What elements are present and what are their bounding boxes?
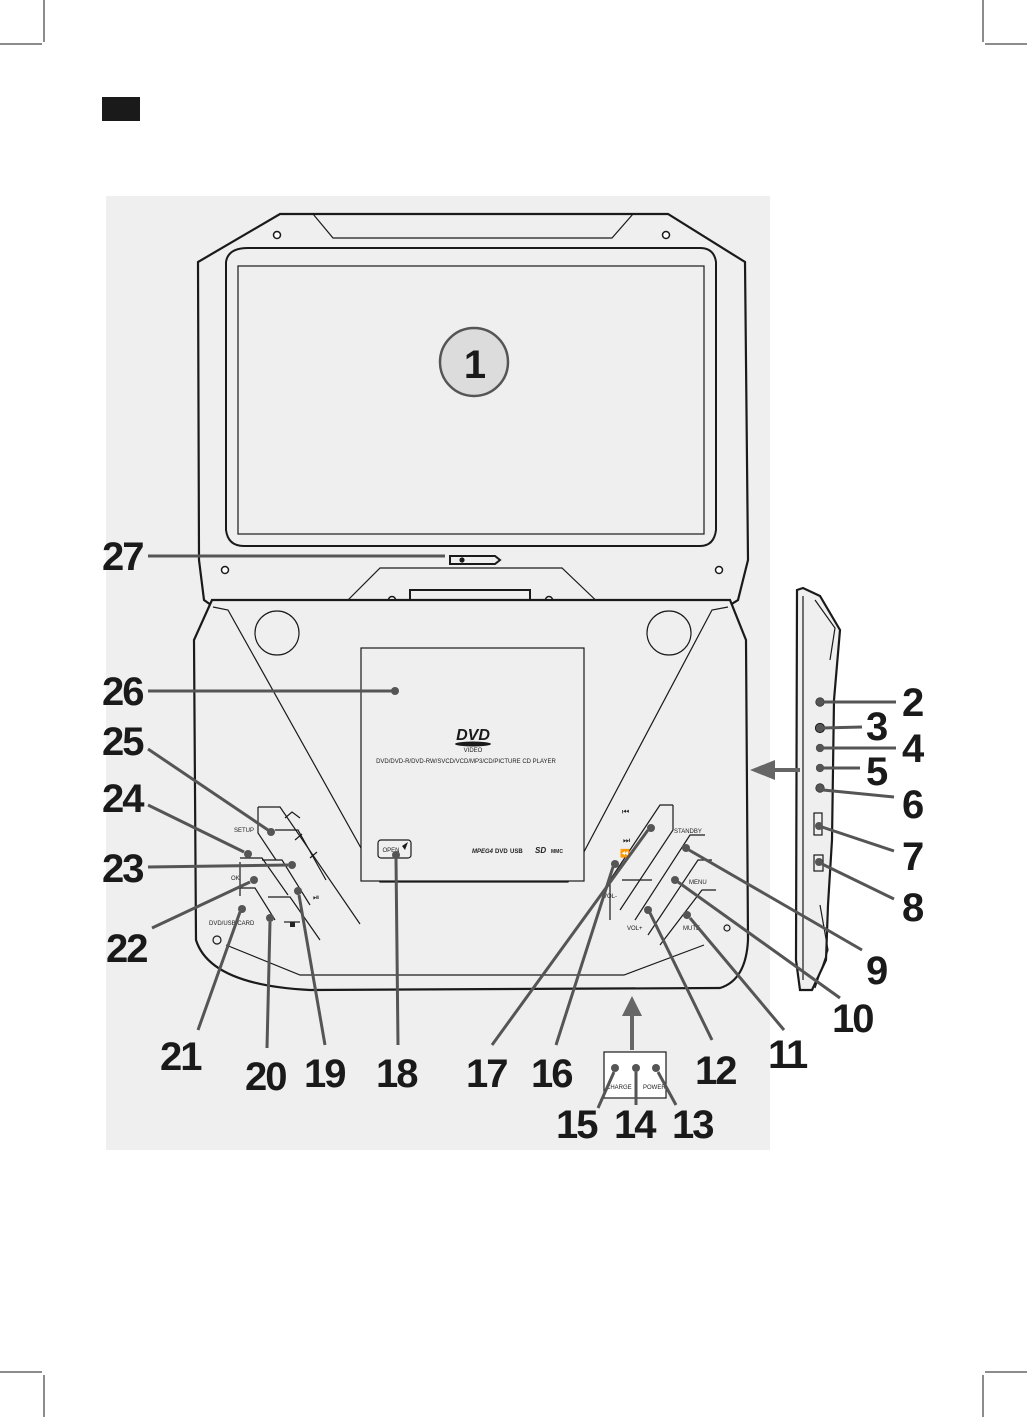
callout-6: 6 — [902, 783, 923, 827]
skip-forward-icon: ⏭ — [623, 836, 630, 845]
callout-2: 2 — [902, 681, 923, 725]
charge-label: CHARGE — [606, 1085, 632, 1091]
callout-21: 21 — [160, 1035, 202, 1079]
svg-text:VIDEO: VIDEO — [464, 748, 483, 754]
format-logo-mpeg4: MPEG4 — [472, 849, 494, 855]
callout-5: 5 — [866, 750, 888, 794]
callout-17: 17 — [466, 1052, 507, 1096]
supported-formats-text: DVD/DVD-R/DVD-RW/SVCD/VCD/MP3/CD/PICTURE… — [376, 759, 556, 765]
format-logo-dvd: DVD — [495, 849, 508, 855]
callout-14: 14 — [614, 1103, 657, 1147]
callout-25: 25 — [102, 720, 144, 764]
dvd-usb-card-button[interactable]: DVD/USB/CARD — [209, 921, 255, 927]
screen-lid — [198, 214, 748, 610]
setup-button[interactable]: SETUP — [234, 828, 254, 834]
callout-15: 15 — [556, 1103, 598, 1147]
skip-back-icon: ⏮ — [622, 807, 629, 816]
callout-16: 16 — [531, 1052, 572, 1096]
format-logo-sd: SD — [535, 846, 546, 855]
callout-22: 22 — [106, 927, 147, 971]
callout-12: 12 — [695, 1049, 736, 1093]
callout-19: 19 — [304, 1052, 345, 1096]
callout-10: 10 — [832, 997, 873, 1041]
play-pause-icon: ⏯ — [313, 893, 319, 902]
format-logo-mmc: MMC — [551, 849, 563, 855]
language-badge — [102, 97, 140, 121]
menu-button[interactable]: MENU — [689, 880, 707, 886]
callout-23: 23 — [102, 847, 143, 891]
svg-text:DVD: DVD — [456, 727, 490, 744]
stop-icon — [290, 922, 295, 927]
standby-button[interactable]: STANDBY — [674, 829, 702, 835]
callout-26: 26 — [102, 670, 143, 714]
callout-7: 7 — [902, 835, 923, 879]
callout-18: 18 — [376, 1052, 418, 1096]
callout-9: 9 — [866, 949, 887, 993]
callout-24: 24 — [102, 777, 145, 821]
callout-4: 4 — [902, 727, 925, 771]
vol-plus-button[interactable]: VOL+ — [627, 926, 643, 932]
callout-8: 8 — [902, 886, 924, 930]
power-label: POWER — [643, 1085, 666, 1091]
callout-11: 11 — [768, 1033, 808, 1077]
callout-27: 27 — [102, 535, 143, 579]
screen-callout-label: 1 — [464, 343, 486, 387]
ok-button[interactable]: OK — [231, 876, 240, 882]
callout-20: 20 — [245, 1055, 286, 1099]
callout-13: 13 — [672, 1103, 713, 1147]
format-logo-usb: USB — [510, 849, 523, 855]
callout-3: 3 — [866, 705, 887, 749]
